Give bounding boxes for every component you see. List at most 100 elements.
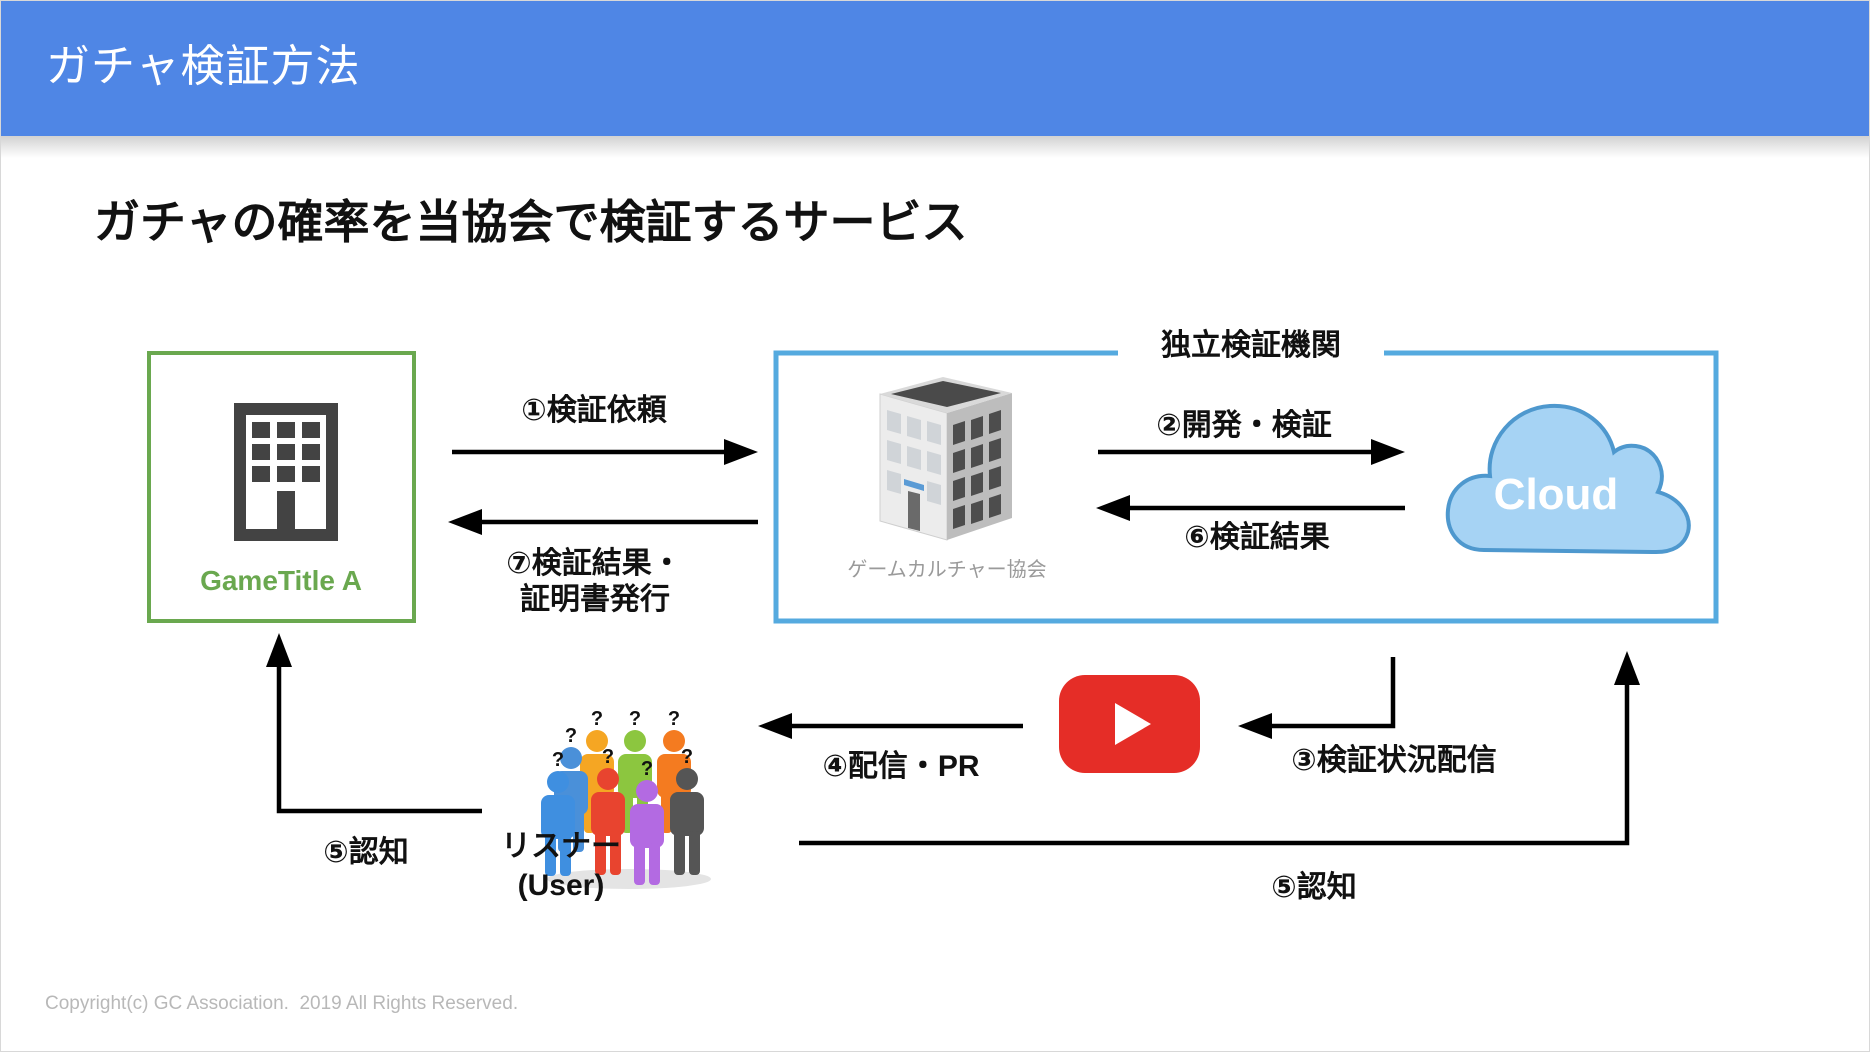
building-window: [971, 444, 983, 468]
question-mark: ?: [602, 746, 614, 768]
verification-body-box: [773, 350, 1719, 624]
person-leg: [573, 810, 584, 852]
person-leg: [545, 834, 556, 876]
building-window: [989, 438, 1001, 462]
cloud-label: Cloud: [1493, 470, 1619, 519]
building-window: [953, 449, 965, 473]
arrow-head: [1614, 651, 1640, 685]
person-leg: [610, 831, 621, 875]
arrow-step3-status: [1238, 657, 1396, 739]
arrow-line: [276, 665, 482, 814]
building-icon: [234, 403, 338, 541]
building-window: [252, 466, 270, 482]
building-window: [302, 422, 320, 438]
arrow-line: [1270, 657, 1396, 729]
arrow-head: [724, 439, 758, 465]
building-window: [953, 421, 965, 445]
arrow-step1-request: [452, 439, 758, 465]
person-leg: [595, 831, 606, 875]
building-window: [277, 444, 295, 460]
copyright-footer: Copyright(c) GC Association. 2019 All Ri…: [45, 993, 519, 1014]
step7-label-line2: 証明書発行: [520, 583, 670, 616]
person-leg: [689, 831, 700, 875]
header-shadow: [1, 136, 1869, 158]
building-window: [887, 410, 901, 434]
step6-label: ⑥検証結果: [1184, 521, 1330, 554]
arrow-step6-result: [1096, 495, 1405, 521]
person-body: [541, 795, 575, 839]
building-window: [989, 466, 1001, 490]
listeners-label: リスナー: [501, 830, 621, 863]
step5-right-label: ⑤認知: [1271, 871, 1357, 904]
building-window: [907, 446, 921, 470]
building-window: [927, 421, 941, 445]
building-window: [302, 444, 320, 460]
building-window: [252, 444, 270, 460]
person-leg: [634, 843, 645, 885]
building-window: [927, 481, 941, 505]
play-triangle: [1115, 703, 1151, 745]
arrow-head: [758, 713, 792, 739]
building-window: [302, 466, 320, 482]
question-mark: ?: [591, 708, 603, 730]
person-body: [591, 792, 625, 836]
person-head: [676, 768, 698, 790]
person-body: [630, 804, 664, 848]
question-mark: ?: [681, 746, 693, 768]
person-figure: [670, 768, 704, 875]
question-mark: ?: [552, 749, 564, 771]
person-head: [586, 730, 608, 752]
building-window: [971, 472, 983, 496]
person-figure: [630, 780, 664, 885]
question-mark: ?: [641, 758, 653, 780]
step4-label: ④配信・PR: [822, 750, 980, 783]
person-leg: [649, 843, 660, 885]
listeners-sub-label: (User): [517, 869, 605, 902]
person-head: [663, 730, 685, 752]
header-bar: ガチャ検証方法: [1, 1, 1869, 136]
question-mark: ?: [565, 725, 577, 747]
arrow-step2-develop: [1098, 439, 1405, 465]
building-door: [908, 491, 920, 531]
verification-body-label: 独立検証機関: [1161, 329, 1341, 362]
person-figure: [541, 771, 575, 876]
question-mark: ?: [629, 708, 641, 730]
building-window: [277, 422, 295, 438]
person-head: [624, 730, 646, 752]
crowd-shadow: [547, 869, 711, 889]
building-window: [887, 440, 901, 464]
building-sign: [904, 479, 924, 491]
person-head: [560, 747, 582, 769]
arrow-head: [1096, 495, 1130, 521]
arrow-step5-left: [266, 633, 482, 814]
youtube-play-icon: [1059, 675, 1200, 773]
step1-label: ①検証依頼: [521, 394, 667, 427]
arrow-head: [266, 633, 292, 667]
arrow-step7-result: [448, 509, 758, 535]
person-head: [547, 771, 569, 793]
person-figure: [591, 768, 625, 875]
building-window: [953, 477, 965, 501]
step5-left-label: ⑤認知: [323, 836, 409, 869]
game-title-box: [147, 351, 416, 623]
building-window: [887, 470, 901, 494]
building-window: [989, 494, 1001, 518]
page-title: ガチャ検証方法: [46, 42, 361, 91]
person-leg: [674, 831, 685, 875]
question-mark: ?: [668, 708, 680, 730]
crowd-question-icon: ? ? ? ? ? ? ? ?: [541, 708, 711, 889]
person-head: [636, 780, 658, 802]
building-window: [927, 451, 941, 475]
step7-label-line1: ⑦検証結果・: [506, 547, 682, 580]
arrow-step4-stream: [758, 713, 1023, 739]
office-building-icon: [879, 377, 1012, 541]
slide-subtitle: ガチャの確率を当協会で検証するサービス: [94, 196, 968, 248]
arrow-head: [1371, 439, 1405, 465]
building-window: [907, 416, 921, 440]
building-window: [252, 422, 270, 438]
building-window: [277, 466, 295, 482]
building-door: [277, 491, 295, 531]
building-window: [971, 500, 983, 524]
